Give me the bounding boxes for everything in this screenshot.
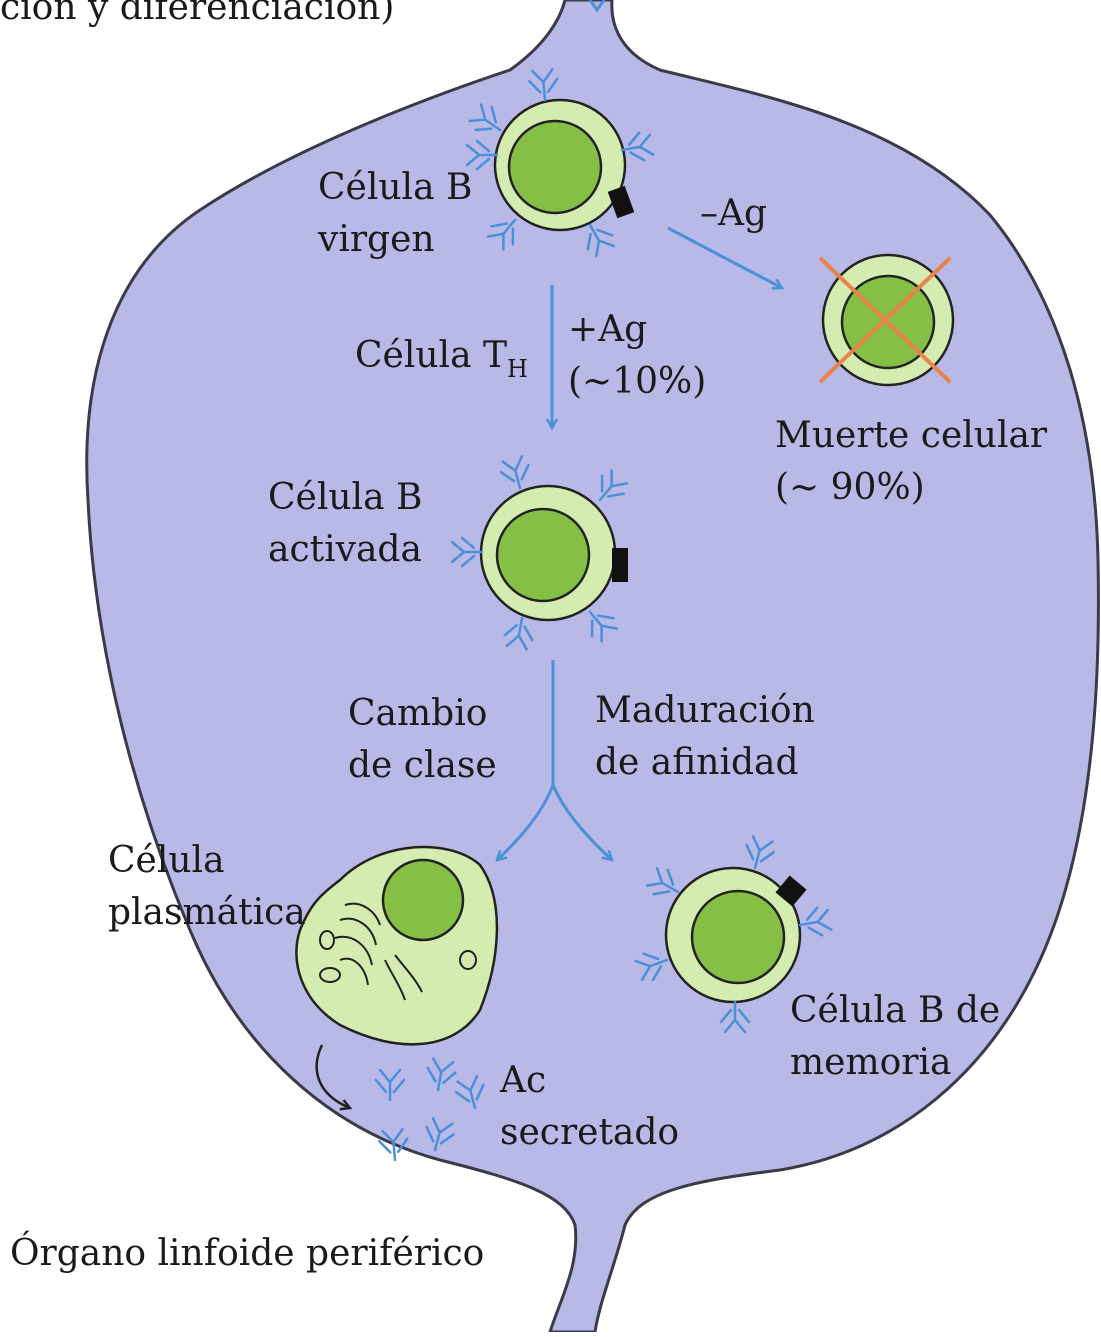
antibody-icon	[486, 218, 517, 251]
naive-b-cell	[465, 67, 655, 258]
naive-b-cell-label: Célula B virgen	[318, 167, 473, 260]
antigen-receptor-marker	[612, 548, 628, 582]
header-text: ción y diferenciación)	[0, 0, 395, 28]
cell-death-label: Muerte celular (~ 90%)	[775, 415, 1048, 508]
secreted-antibody-label: Ac secretado	[500, 1060, 680, 1153]
secretion-arrow	[315, 1044, 350, 1108]
antibody-icon	[503, 616, 534, 651]
antibody-icon	[634, 952, 669, 982]
class-switch-label: Cambio de clase	[348, 693, 497, 786]
antibody-icon	[500, 455, 530, 490]
antibody-icon	[588, 610, 619, 643]
minus-ag-label: –Ag	[700, 193, 768, 234]
secreted-antibodies	[374, 1057, 485, 1162]
incoming-arrow	[588, 0, 606, 13]
antibody-icon	[620, 131, 655, 162]
antibody-icon	[586, 223, 615, 258]
plus-ag-label: +Ag (~10%)	[568, 309, 707, 402]
antibody-icon	[798, 906, 833, 937]
memory-b-cell-label: Célula B de memoria	[790, 990, 1001, 1083]
antibody-icon	[425, 1117, 455, 1152]
antigen-receptor-marker	[607, 185, 635, 219]
activated-b-cell	[450, 455, 629, 651]
arrow-to-cell-death	[667, 226, 782, 288]
antibody-icon	[374, 1068, 406, 1102]
antigen-receptor-marker	[775, 875, 807, 907]
antibody-icon	[450, 536, 484, 568]
antibody-icon	[719, 1000, 751, 1034]
plasma-cell-label: Célula plasmática	[108, 840, 306, 933]
antibody-icon	[745, 835, 775, 870]
dead-cell	[818, 253, 955, 387]
affinity-maturation-label: Maduración de afinidad	[595, 690, 815, 783]
memory-b-cell	[634, 835, 833, 1034]
arrow-branch-left	[497, 784, 555, 860]
arrow-branch-right	[551, 784, 612, 860]
th-cell-label: Célula TH	[355, 335, 528, 383]
antibody-icon	[426, 1057, 457, 1092]
plasma-cell	[295, 845, 499, 1046]
antibody-icon	[598, 469, 629, 502]
antibody-icon	[465, 139, 499, 171]
antibody-icon	[468, 103, 502, 132]
endoplasmic-reticulum-icon	[319, 902, 477, 1001]
antibody-icon	[528, 67, 559, 102]
activated-b-cell-label: Célula B activada	[268, 477, 423, 570]
organ-name-label: Órgano linfoide periférico	[10, 1233, 485, 1274]
antibody-icon	[455, 1075, 485, 1110]
antibody-icon	[645, 867, 680, 896]
antibody-icon	[378, 1127, 409, 1162]
